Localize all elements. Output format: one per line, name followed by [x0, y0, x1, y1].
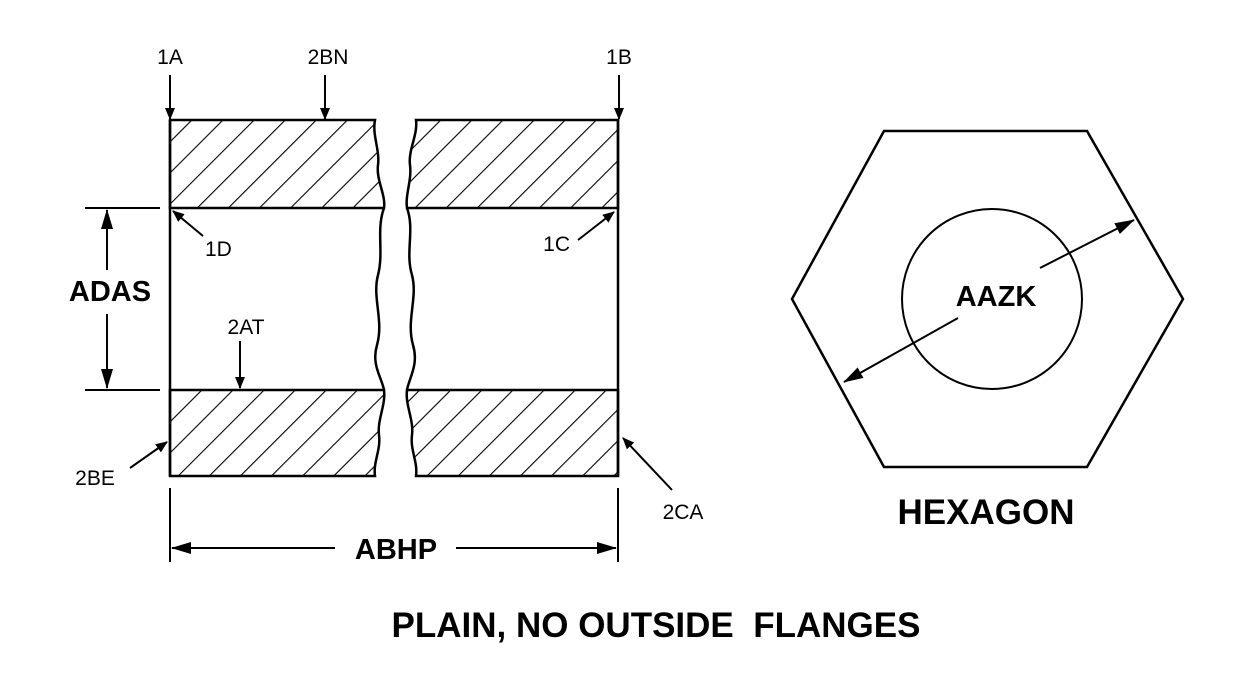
label-abhp: ABHP: [355, 534, 437, 566]
dimension-arrow-aazk-upper: [1039, 219, 1135, 269]
label-adas: ADAS: [69, 276, 151, 308]
label-2bn: 2BN: [308, 46, 349, 69]
leader-1d: [172, 210, 204, 237]
bore-break-right: [405, 207, 417, 391]
dimension-arrow-aazk-lower: [843, 317, 959, 383]
label-aazk: AAZK: [956, 281, 1037, 313]
bottom-wall-left: [168, 388, 386, 478]
tube-right-section: [405, 118, 620, 478]
bore-break-left: [374, 207, 386, 391]
leader-2be: [129, 441, 168, 469]
top-wall-right: [405, 118, 620, 210]
label-1a: 1A: [157, 46, 183, 69]
dimension-adas: [85, 207, 160, 391]
leader-1c: [577, 211, 615, 241]
label-1c: 1C: [543, 233, 570, 256]
label-2at: 2AT: [228, 316, 265, 339]
hexagon-view: [790, 129, 1185, 469]
caption: PLAIN, NO OUTSIDE FLANGES: [392, 606, 921, 645]
label-hexagon: HEXAGON: [898, 493, 1075, 532]
dimension-abhp: [169, 488, 619, 562]
label-2be: 2BE: [75, 467, 115, 490]
bottom-wall-right: [405, 388, 620, 478]
label-1d: 1D: [205, 238, 232, 261]
top-wall-left: [168, 118, 386, 210]
label-2ca: 2CA: [663, 501, 704, 524]
hexagon-outline: [790, 129, 1185, 469]
label-1b: 1B: [606, 46, 632, 69]
bore-circle: [901, 208, 1083, 390]
tube-left-section: [168, 118, 386, 478]
leader-2ca: [622, 437, 673, 491]
